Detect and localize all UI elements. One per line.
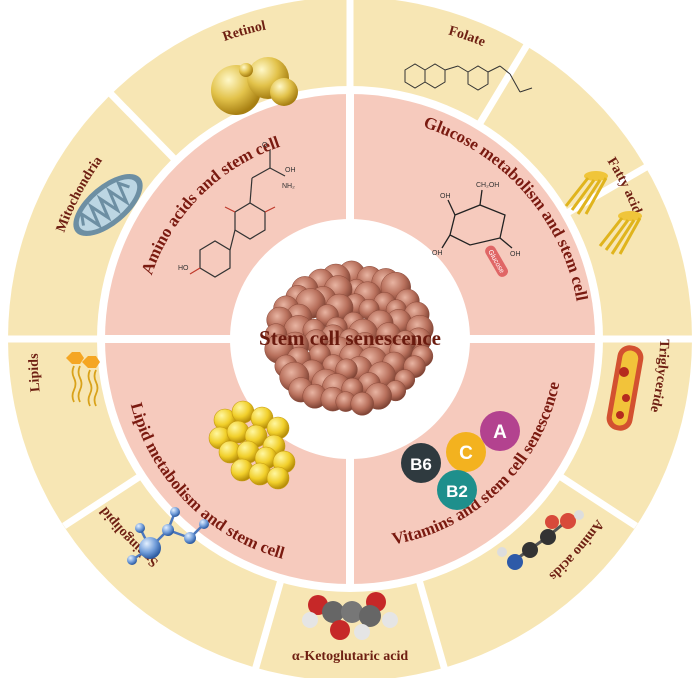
cell-cluster-illustration: [264, 260, 434, 416]
svg-text:CH₂OH: CH₂OH: [476, 182, 499, 189]
vitamin-a-label: A: [493, 422, 507, 443]
lipid-droplet: [266, 466, 290, 490]
vitamin-a-badge: [480, 411, 520, 451]
svg-text:OH: OH: [432, 250, 443, 257]
vitamin-b2-badge: [437, 470, 477, 510]
vitamin-b6-label: B6: [410, 455, 432, 474]
mitochondria-icon: [73, 173, 143, 237]
vitamin-c-badge: [446, 432, 486, 472]
cell: [350, 392, 374, 416]
amino-acid-structure-icon: [189, 150, 286, 278]
vitamin-b6-badge: [401, 443, 441, 483]
retinol-oil-drops-icon: [211, 57, 298, 115]
glucose-structure-icon: [441, 189, 513, 249]
ketoglutaric-acid-molecule-icon: [302, 592, 398, 640]
svg-text:O: O: [262, 142, 268, 149]
svg-text:HO: HO: [178, 265, 189, 272]
fatty-acids-icon: [564, 171, 642, 255]
center-title: Stem cell senescence: [259, 326, 441, 350]
lipid-droplet: [231, 400, 255, 424]
vitamin-badges: A C B6 B2: [401, 411, 520, 510]
svg-text:OH: OH: [440, 193, 451, 200]
vitamin-c-label: C: [459, 443, 473, 464]
svg-text:OH: OH: [285, 167, 296, 174]
amino-acid-molecule-icon: [497, 510, 584, 570]
lipid-droplets-icon: [208, 400, 296, 490]
vitamin-b2-label: B2: [446, 482, 468, 501]
segment-label-ketoglutaric: α-Ketoglutaric acid: [292, 649, 409, 664]
folate-structure-icon: [404, 63, 533, 93]
triglyceride-vessel-icon: [606, 345, 644, 431]
svg-text:OH: OH: [510, 251, 521, 258]
segment-label-lipids: Lipids: [27, 353, 44, 393]
sphingolipid-molecule-icon: [127, 507, 209, 565]
svg-text:NH₂: NH₂: [282, 183, 295, 190]
lipids-bilayer-icon: [66, 352, 100, 407]
glucose-tag: [485, 245, 508, 277]
